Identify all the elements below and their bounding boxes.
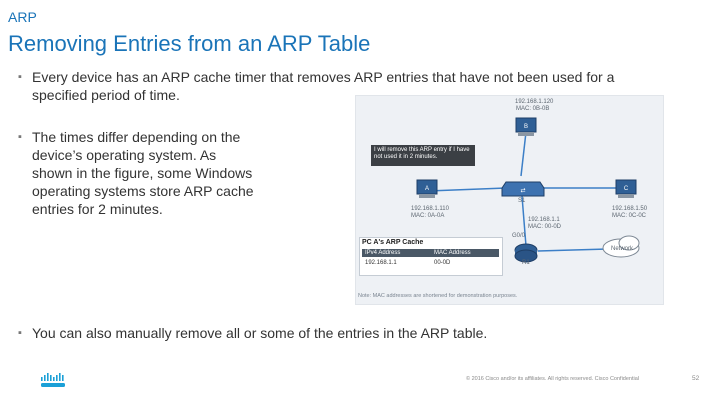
switch-arrow-glyph: ⇄ [520,187,525,194]
bullet-item: ▪ The times differ depending on the devi… [18,128,260,218]
switch-s1-shape [501,181,545,197]
router-mac: MAC: 00-0D [528,224,562,230]
arp-topology-figure: B A C ⇄ 192.168.1.120 MAC: 0B-0B 192.168… [355,95,664,305]
section-label: ARP [8,9,37,25]
pc-b-ip: 192.168.1.120 [515,99,554,105]
link-r1-cloud [537,248,609,252]
arp-cell-ip: 192.168.1.1 [365,260,397,266]
bullet-text: The times differ depending on the device… [32,129,254,217]
pc-b-base [518,132,534,136]
arp-cache-header-row: IPv4 Address MAC Address [362,249,499,257]
link-a-s1 [427,187,507,192]
cloud-label: Network [611,246,634,252]
bullet-item: ▪ Every device has an ARP cache timer th… [18,68,672,104]
pc-c-base [618,194,634,198]
square-bullet-icon: ▪ [18,71,22,83]
arp-cache-table: PC A's ARP Cache IPv4 Address MAC Addres… [359,237,503,276]
router-r1-bottom [514,249,538,263]
arp-cell-mac: 00-0D [434,260,451,266]
arp-header-ipv4: IPv4 Address [365,250,401,256]
pc-c-mac: MAC: 0C-0C [612,213,647,219]
pc-c-label: C [624,186,629,192]
callout-bubble: I will remove this ARP entry if I have n… [371,145,475,166]
link-s1-r1 [521,195,527,247]
router-ip: 192.168.1.1 [528,217,560,223]
arp-cache-title: PC A's ARP Cache [362,239,424,246]
pc-b-mac: MAC: 0B-0B [516,106,550,112]
cisco-logo [41,373,65,387]
link-b-s1 [520,131,527,177]
bullet-text: You can also manually remove all or some… [32,325,488,341]
footer-copyright: © 2016 Cisco and/or its affiliates. All … [466,376,640,382]
square-bullet-icon: ▪ [18,327,22,339]
cloud-shape-2 [618,235,640,251]
arp-header-mac: MAC Address [434,250,471,256]
slide-title: Removing Entries from an ARP Table [8,31,371,56]
pc-c-ip: 192.168.1.50 [612,206,648,212]
square-bullet-icon: ▪ [18,131,22,143]
switch-label: S1 [518,198,526,204]
pc-a-label: A [425,186,429,192]
page-number: 52 [692,375,700,382]
pc-a-base [419,194,435,198]
router-label: R1 [522,260,530,266]
figure-note: Note: MAC addresses are shortened for de… [358,293,518,299]
bullet-text: Every device has an ARP cache timer that… [32,69,615,103]
pc-a-ip: 192.168.1.110 [411,206,449,212]
pc-a-mac: MAC: 0A-0A [411,213,445,219]
pc-b-label: B [524,124,528,130]
router-interface: G0/0 [512,233,526,239]
bullet-item: ▪ You can also manually remove all or so… [18,324,672,342]
